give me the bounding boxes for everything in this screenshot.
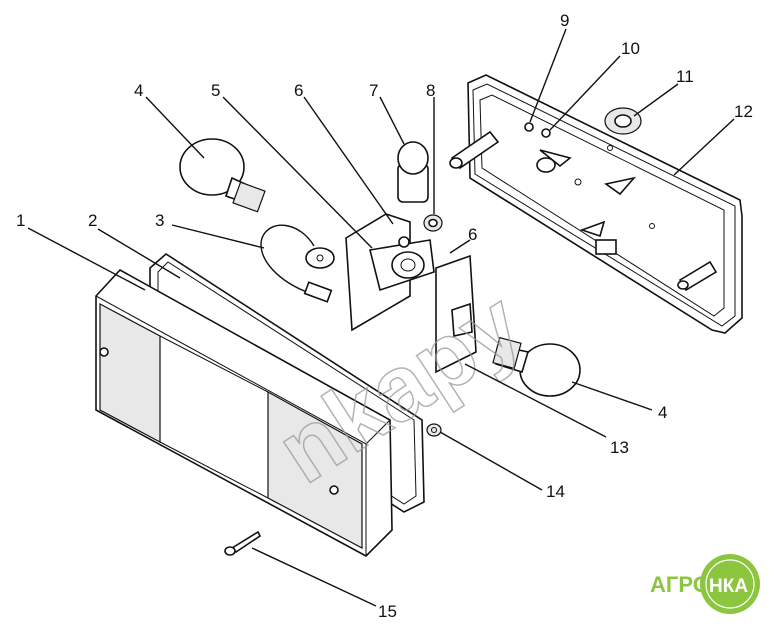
callout-15: 15 bbox=[378, 602, 397, 621]
lock-nut bbox=[423, 214, 443, 232]
lamp-housing bbox=[449, 74, 743, 334]
logo-circle bbox=[700, 554, 760, 614]
callout-11: 11 bbox=[676, 67, 694, 86]
contact-screws bbox=[524, 122, 551, 138]
bulb-lower-right bbox=[492, 336, 581, 397]
bulb-holder-assembly bbox=[345, 213, 477, 374]
callout-13: 13 bbox=[610, 438, 629, 457]
ground-wire bbox=[260, 224, 335, 303]
mounting-screw bbox=[224, 530, 262, 556]
rubber-grommet bbox=[604, 107, 642, 135]
callout-10: 10 bbox=[621, 39, 640, 58]
logo-circle-inner bbox=[705, 559, 755, 609]
callout-2: 2 bbox=[88, 211, 97, 230]
mounting-nut bbox=[426, 423, 442, 437]
small-bulb bbox=[397, 141, 429, 203]
lamp-lens bbox=[95, 268, 393, 557]
leader-lines bbox=[27, 28, 735, 607]
callout-4-upper: 4 bbox=[134, 81, 143, 100]
logo-text-left: АГРО bbox=[650, 572, 710, 597]
callout-3: 3 bbox=[155, 211, 164, 230]
callout-4-lower: 4 bbox=[658, 403, 667, 422]
callout-8: 8 bbox=[426, 81, 435, 100]
callout-1: 1 bbox=[16, 211, 25, 230]
callout-7: 7 bbox=[369, 81, 378, 100]
callout-6-upper: 6 bbox=[294, 81, 303, 100]
agronka-logo: АГРО НКА bbox=[650, 554, 760, 614]
callout-5: 5 bbox=[211, 81, 220, 100]
callout-12: 12 bbox=[734, 102, 753, 121]
logo-text-right: НКА bbox=[709, 576, 748, 597]
bulb-upper-left bbox=[179, 138, 266, 213]
callout-9: 9 bbox=[560, 11, 569, 30]
callout-6-lower: 6 bbox=[468, 225, 477, 244]
callout-numbers: 1 2 3 4 5 6 7 8 9 10 11 12 6 4 13 14 15 bbox=[16, 11, 753, 621]
callout-14: 14 bbox=[546, 482, 565, 501]
